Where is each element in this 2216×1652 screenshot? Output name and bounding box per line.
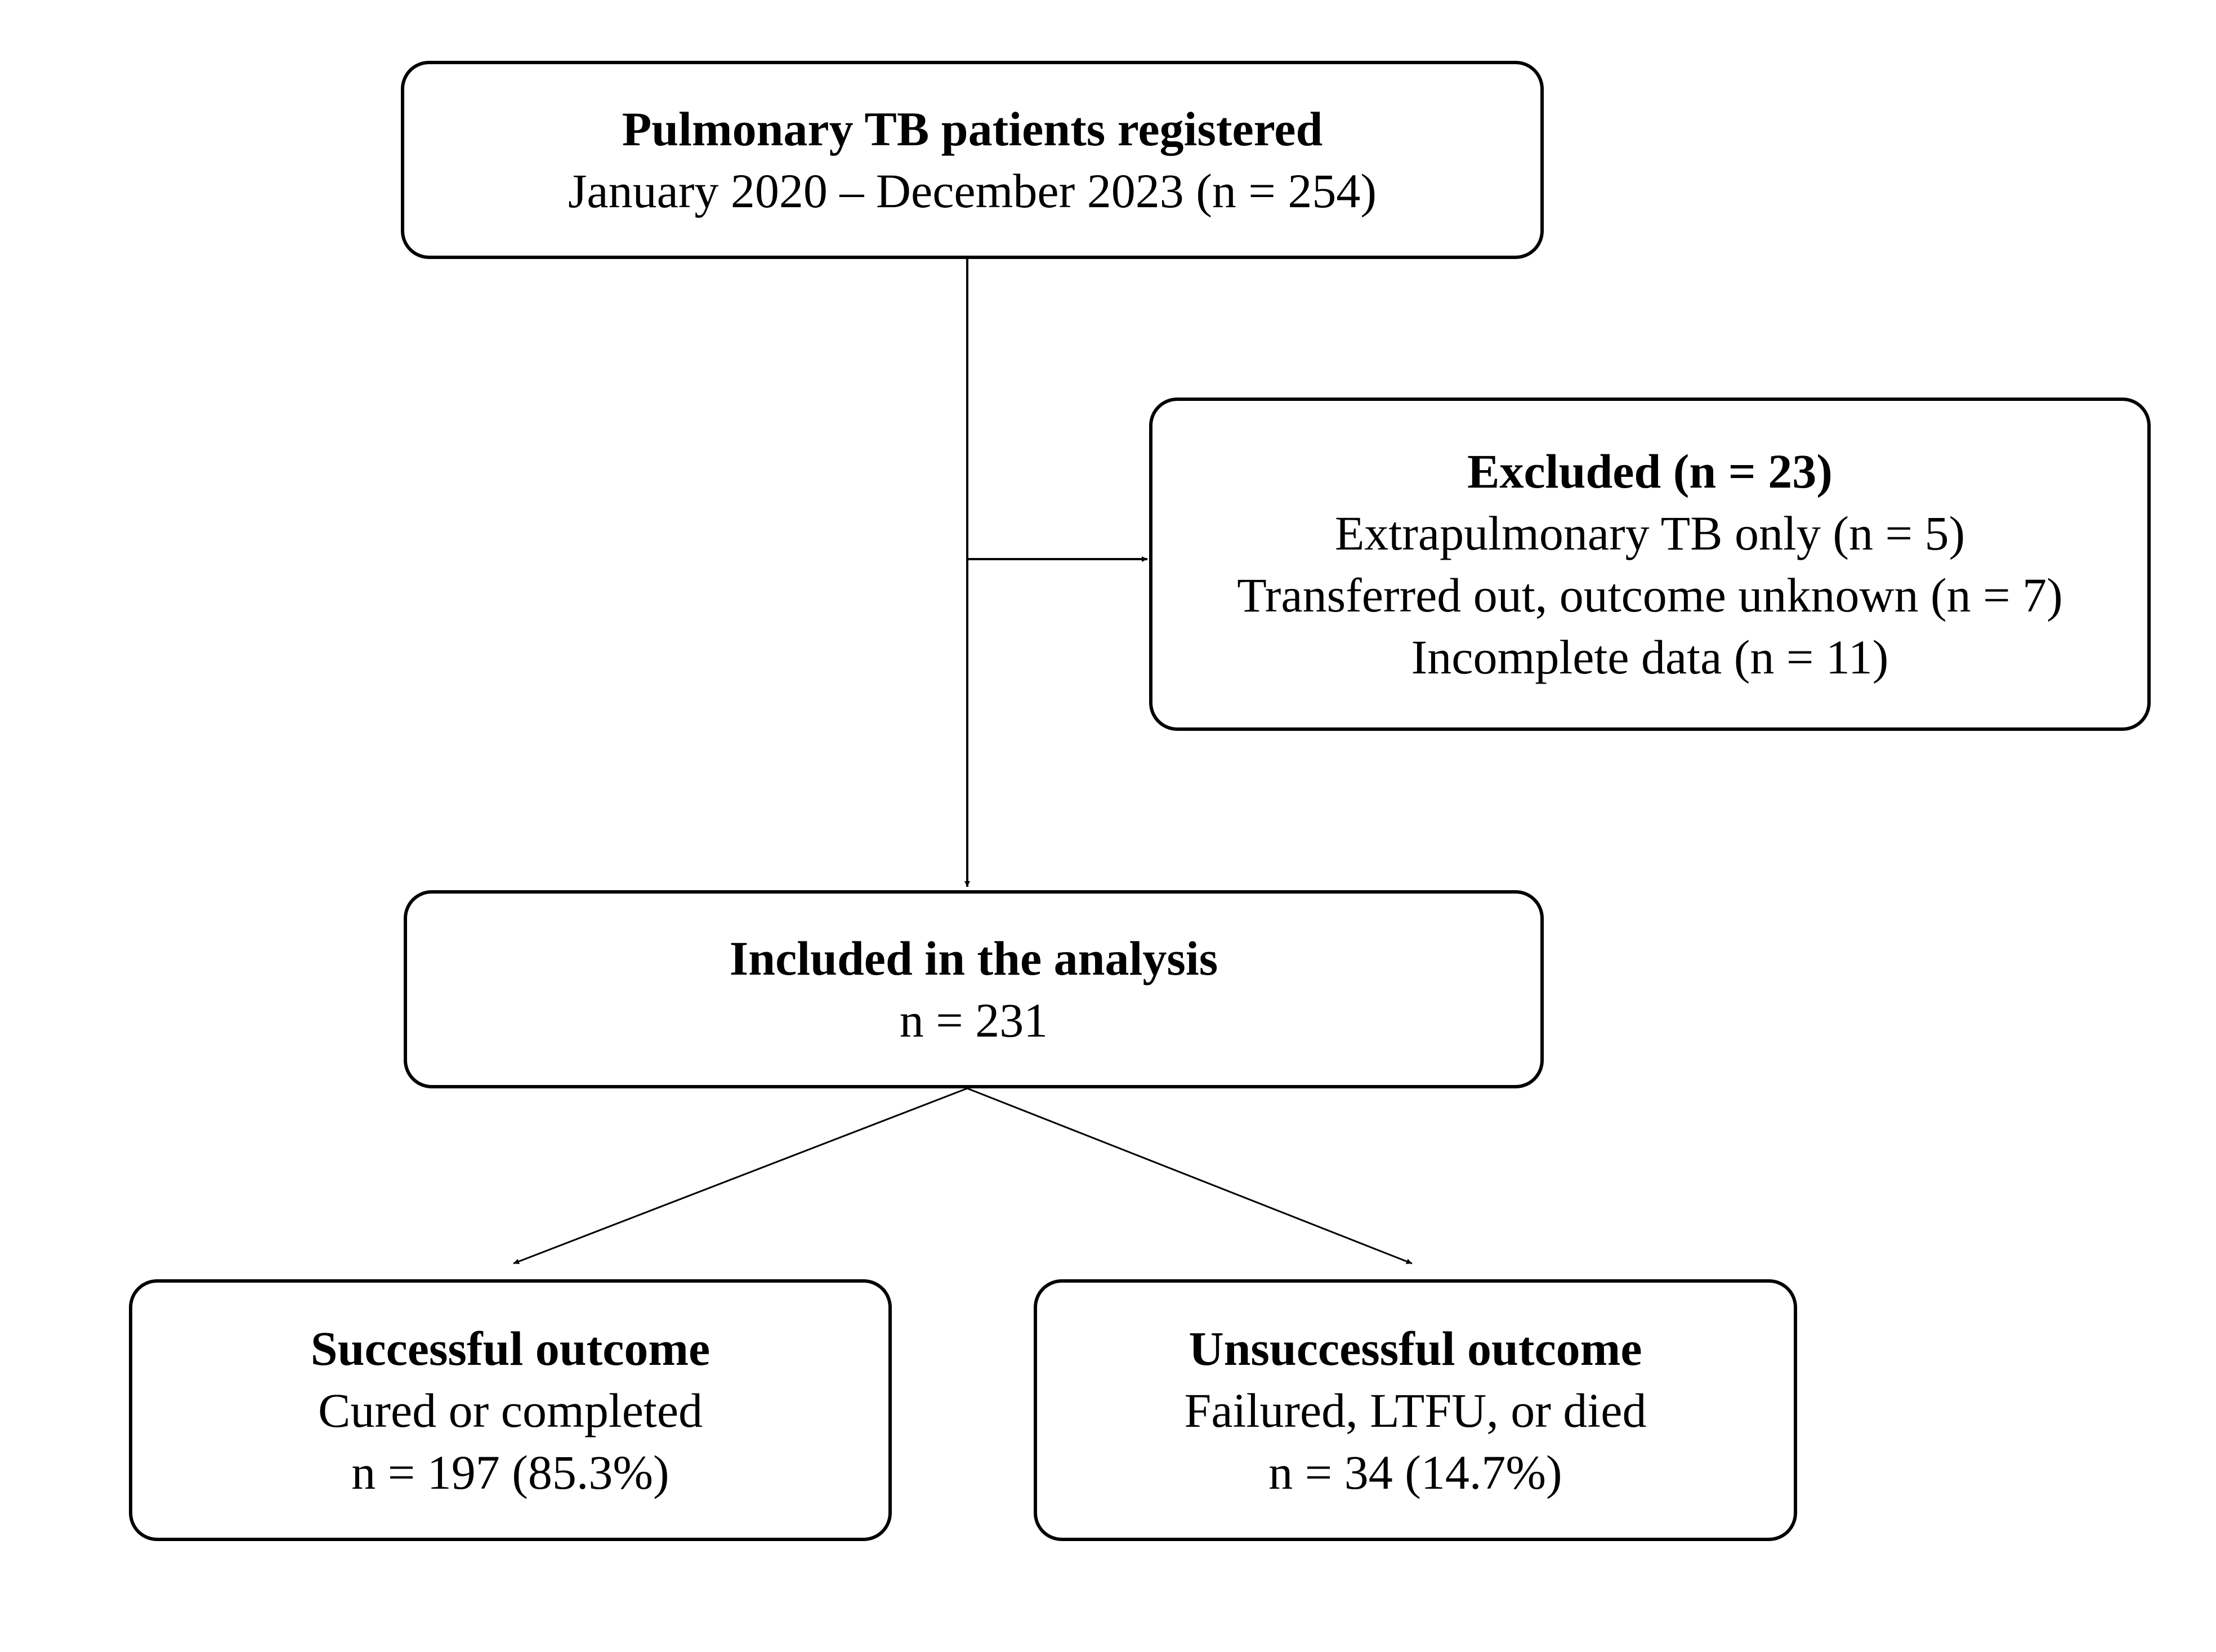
excluded-reason-incomplete: Incomplete data (n = 11)	[1411, 630, 1889, 684]
success-count: n = 197 (85.3%)	[351, 1445, 669, 1499]
registered-box: Pulmonary TB patients registered January…	[401, 61, 1544, 259]
unsuccess-count: n = 34 (14.7%)	[1268, 1445, 1562, 1499]
excluded-box: Excluded (n = 23) Extrapulmonary TB only…	[1149, 398, 2151, 731]
successful-outcome-box: Successful outcome Cured or completed n …	[129, 1279, 892, 1541]
unsuccess-title: Unsuccessful outcome	[1189, 1321, 1642, 1376]
included-count: n = 231	[899, 993, 1048, 1047]
unsuccessful-outcome-box: Unsuccessful outcome Failured, LTFU, or …	[1034, 1279, 1797, 1541]
included-title: Included in the analysis	[729, 931, 1218, 985]
arrow-included-to-unsuccess	[967, 1087, 1413, 1265]
success-title: Successful outcome	[310, 1321, 711, 1376]
success-description: Cured or completed	[318, 1383, 703, 1437]
unsuccess-description: Failured, LTFU, or died	[1184, 1383, 1647, 1437]
excluded-reason-extrapulmonary: Extrapulmonary TB only (n = 5)	[1334, 506, 1965, 560]
excluded-reason-transferred: Transferred out, outcome unknown (n = 7)	[1237, 568, 2063, 622]
registered-title: Pulmonary TB patients registered	[622, 102, 1323, 156]
registered-period: January 2020 – December 2023 (n = 254)	[568, 164, 1377, 218]
excluded-title: Excluded (n = 23)	[1467, 444, 1833, 498]
arrow-included-to-success	[513, 1087, 968, 1265]
included-box: Included in the analysis n = 231	[404, 890, 1544, 1088]
